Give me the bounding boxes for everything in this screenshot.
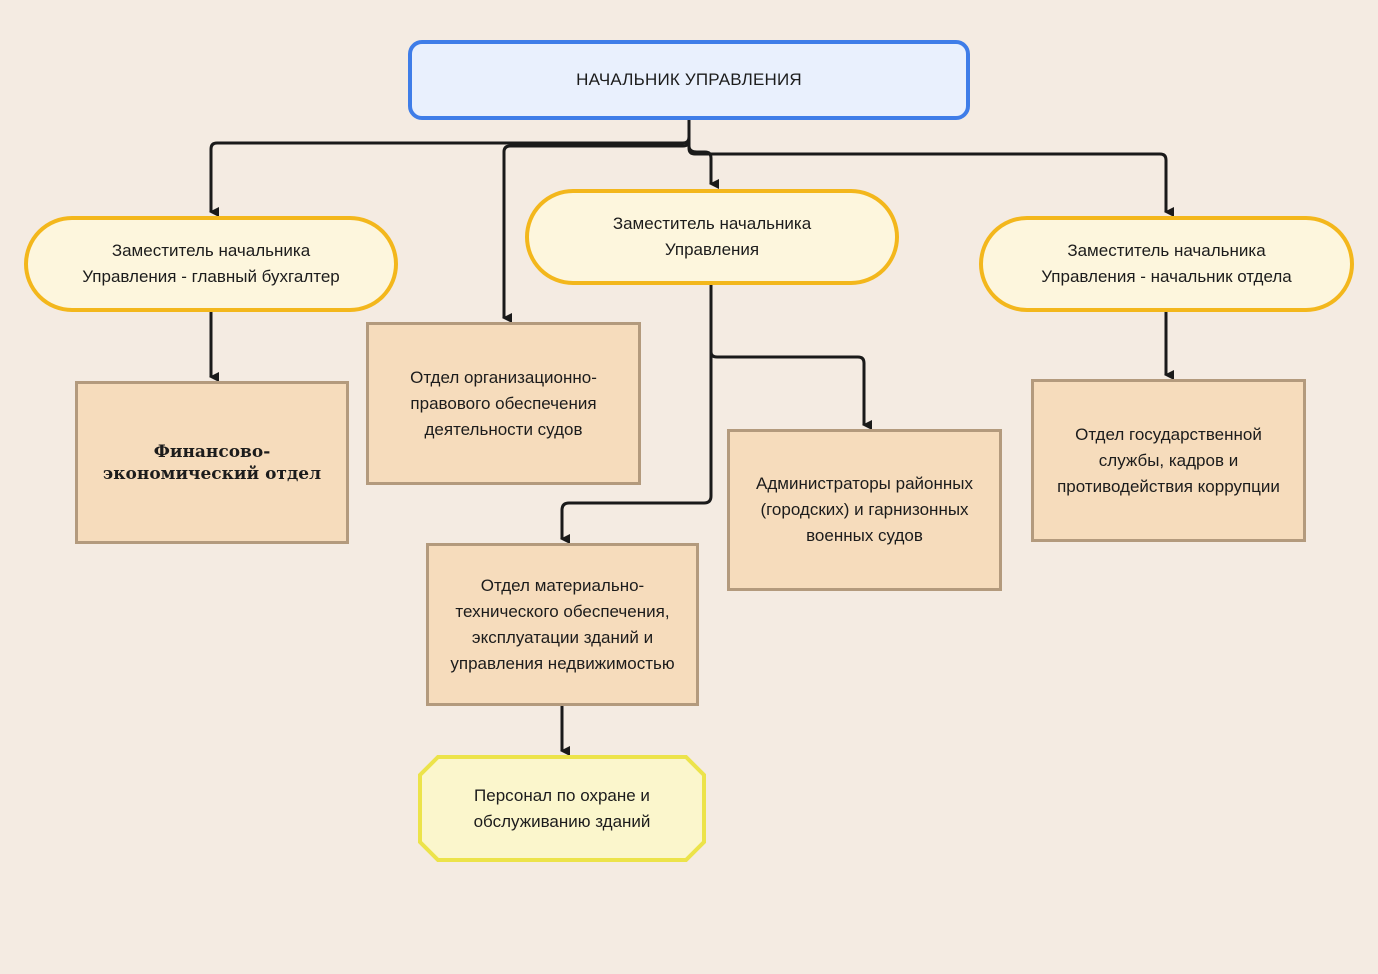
head-of-department-box: НАЧАЛЬНИК УПРАВЛЕНИЯ bbox=[408, 40, 970, 120]
org-legal-department-box: Отдел организационно-правового обеспечен… bbox=[366, 322, 641, 485]
deputy-department-head-box: Заместитель начальника Управления - нача… bbox=[979, 216, 1354, 312]
security-maintenance-staff-label: Персонал по охране и обслуживанию зданий bbox=[473, 785, 651, 831]
deputy-department-head-label: Заместитель начальника Управления - нача… bbox=[1041, 241, 1292, 286]
octagon-shape bbox=[418, 755, 706, 862]
deputy-main-label: Заместитель начальника Управления bbox=[612, 214, 812, 259]
finance-department-box: Финансово-экономический отдел bbox=[75, 381, 349, 544]
civil-service-department-label: Отдел государственной службы, кадров и п… bbox=[1057, 424, 1280, 496]
court-administrators-label: Администраторы районных (городских) и га… bbox=[756, 474, 973, 545]
deputy-main-box: Заместитель начальника Управления bbox=[525, 189, 899, 285]
connector-head-deputy-hr bbox=[687, 120, 1174, 217]
head-label: НАЧАЛЬНИК УПРАВЛЕНИЯ bbox=[576, 70, 802, 89]
civil-service-department-box: Отдел государственной службы, кадров и п… bbox=[1031, 379, 1306, 542]
connector-deputy-administrators bbox=[709, 285, 872, 430]
logistics-department-box: Отдел материально-технического обеспечен… bbox=[426, 543, 699, 706]
logistics-department-label: Отдел материально-технического обеспечен… bbox=[450, 575, 675, 673]
connector-deputy-logistics bbox=[560, 285, 713, 544]
security-maintenance-staff-box: Персонал по охране и обслуживанию зданий bbox=[418, 755, 706, 862]
deputy-chief-accountant-label: Заместитель начальника Управления - глав… bbox=[82, 241, 340, 286]
finance-department-label: Финансово-экономический отдел bbox=[102, 441, 322, 484]
org-legal-department-label: Отдел организационно-правового обеспечен… bbox=[410, 367, 597, 439]
deputy-chief-accountant-box: Заместитель начальника Управления - глав… bbox=[24, 216, 398, 312]
court-administrators-box: Администраторы районных (городских) и га… bbox=[727, 429, 1002, 591]
